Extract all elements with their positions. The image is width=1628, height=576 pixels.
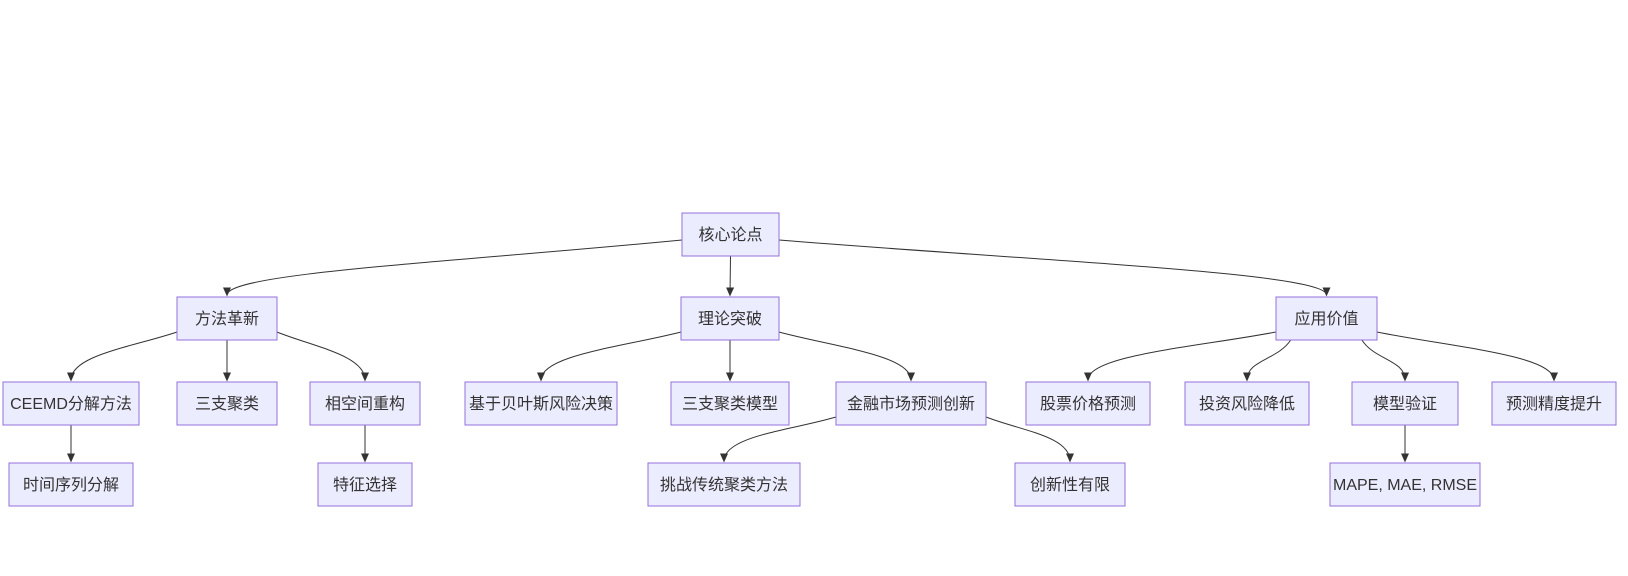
edge-core-thesis-to-application-value [778, 239, 1331, 297]
node-time-series-decomposition: 时间序列分解 [8, 462, 134, 507]
node-box-stock-price-prediction [1025, 381, 1151, 426]
edge-application-value-to-investment-risk-reduction [1243, 339, 1292, 382]
node-method-innovation: 方法革新 [176, 296, 278, 341]
node-box-time-series-decomposition [8, 462, 134, 507]
node-box-investment-risk-reduction [1184, 381, 1310, 426]
node-ceemd-decomposition: CEEMD分解方法 [2, 381, 140, 426]
node-bayesian-risk-decision: 基于贝叶斯风险决策 [464, 381, 618, 426]
node-label-bayesian-risk-decision: 基于贝叶斯风险决策 [469, 395, 613, 413]
node-box-phase-space-reconstruction [309, 381, 421, 426]
node-application-value: 应用价值 [1275, 296, 1378, 341]
node-challenge-traditional-clustering: 挑战传统聚类方法 [647, 462, 801, 507]
node-label-method-innovation: 方法革新 [195, 310, 259, 328]
node-box-challenge-traditional-clustering [647, 462, 801, 507]
edge-financial-market-forecast-innovation-to-challenge-traditional-clustering [720, 416, 837, 463]
node-label-stock-price-prediction: 股票价格预测 [1040, 395, 1136, 413]
node-label-application-value: 应用价值 [1294, 309, 1358, 328]
node-label-investment-risk-reduction: 投资风险降低 [1199, 395, 1295, 413]
node-investment-risk-reduction: 投资风险降低 [1184, 381, 1310, 426]
node-box-evaluation-metrics [1329, 462, 1481, 507]
node-box-method-innovation [176, 296, 278, 341]
node-box-core-thesis [681, 212, 780, 257]
node-label-feature-selection: 特征选择 [333, 476, 397, 494]
node-label-model-validation: 模型验证 [1373, 395, 1437, 413]
node-phase-space-reconstruction: 相空间重构 [309, 381, 421, 426]
edge-core-thesis-to-method-innovation [223, 239, 683, 297]
node-box-bayesian-risk-decision [464, 381, 618, 426]
edge-theory-breakthrough-to-financial-market-forecast-innovation [778, 331, 915, 382]
node-three-way-clustering-model: 三支聚类模型 [670, 381, 790, 426]
node-financial-market-forecast-innovation: 金融市场预测创新 [835, 381, 987, 426]
node-box-three-way-clustering [176, 381, 278, 426]
node-label-phase-space-reconstruction: 相空间重构 [325, 395, 405, 413]
node-label-evaluation-metrics: MAPE, MAE, RMSE [1333, 477, 1477, 494]
node-theory-breakthrough: 理论突破 [680, 296, 780, 341]
node-core-thesis: 核心论点 [681, 212, 780, 257]
node-model-validation: 模型验证 [1351, 381, 1459, 426]
node-box-financial-market-forecast-innovation [835, 381, 987, 426]
node-label-challenge-traditional-clustering: 挑战传统聚类方法 [660, 476, 788, 494]
node-forecast-accuracy-improvement: 预测精度提升 [1491, 381, 1617, 426]
edge-financial-market-forecast-innovation-to-limited-novelty [985, 416, 1074, 463]
node-feature-selection: 特征选择 [317, 462, 413, 507]
node-label-ceemd-decomposition: CEEMD分解方法 [10, 395, 132, 413]
node-label-limited-novelty: 创新性有限 [1030, 476, 1110, 494]
node-label-three-way-clustering-model: 三支聚类模型 [682, 395, 778, 413]
node-label-forecast-accuracy-improvement: 预测精度提升 [1506, 395, 1602, 413]
edge-application-value-to-stock-price-prediction [1084, 331, 1277, 382]
node-limited-novelty: 创新性有限 [1014, 462, 1126, 507]
node-label-financial-market-forecast-innovation: 金融市场预测创新 [847, 395, 975, 413]
edge-method-innovation-to-phase-space-reconstruction [276, 331, 369, 382]
node-box-limited-novelty [1014, 462, 1126, 507]
node-label-three-way-clustering: 三支聚类 [195, 395, 259, 413]
node-box-theory-breakthrough [680, 296, 780, 341]
node-box-ceemd-decomposition [2, 381, 140, 426]
node-box-model-validation [1351, 381, 1459, 426]
edge-application-value-to-forecast-accuracy-improvement [1376, 331, 1558, 382]
node-label-theory-breakthrough: 理论突破 [698, 310, 762, 328]
edge-core-thesis-to-theory-breakthrough [726, 255, 735, 297]
node-box-three-way-clustering-model [670, 381, 790, 426]
node-label-time-series-decomposition: 时间序列分解 [23, 476, 119, 494]
edge-application-value-to-model-validation [1361, 339, 1409, 382]
edge-method-innovation-to-ceemd-decomposition [67, 331, 178, 382]
node-box-forecast-accuracy-improvement [1491, 381, 1617, 426]
node-three-way-clustering: 三支聚类 [176, 381, 278, 426]
node-box-feature-selection [317, 462, 413, 507]
node-box-application-value [1275, 296, 1378, 341]
node-evaluation-metrics: MAPE, MAE, RMSE [1329, 462, 1481, 507]
node-label-core-thesis: 核心论点 [698, 226, 762, 244]
node-stock-price-prediction: 股票价格预测 [1025, 381, 1151, 426]
edges-layer [67, 239, 1558, 463]
edge-theory-breakthrough-to-bayesian-risk-decision [537, 331, 682, 382]
